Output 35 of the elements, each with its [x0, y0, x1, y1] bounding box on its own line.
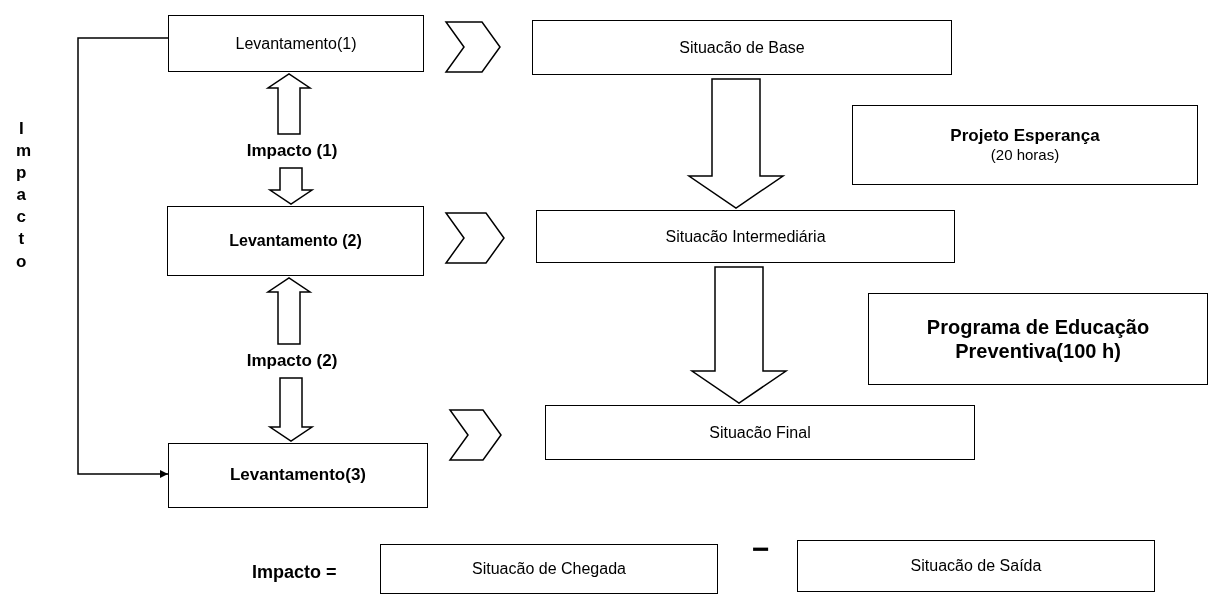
- impact-text: Impacto (1): [236, 138, 348, 164]
- program-box: [868, 293, 1208, 385]
- situation-box: [545, 405, 975, 460]
- box-text: Programa de Educação Preventiva(100 h): [925, 315, 1151, 363]
- block-arrow: [267, 167, 315, 205]
- minus-sign: −: [752, 532, 770, 566]
- block-arrow: [265, 277, 313, 345]
- situation-box: [532, 20, 952, 75]
- situation-box: [536, 210, 955, 263]
- arrow: [77, 37, 169, 478]
- survey-box: [167, 206, 424, 276]
- chevron-arrow: [444, 212, 505, 264]
- impact-text: Impacto (2): [236, 348, 348, 374]
- formula-label: Impacto =: [252, 562, 337, 583]
- box-text: Levantamento(1): [235, 33, 357, 54]
- box-text: Levantamento(3): [230, 465, 366, 486]
- box-text: Situacão Intermediária: [665, 226, 826, 247]
- chevron-arrow: [448, 409, 502, 461]
- situation-box: [380, 544, 718, 594]
- situation-box: [797, 540, 1155, 592]
- program-box: [852, 105, 1198, 185]
- note-text: (20 horas): [990, 146, 1060, 165]
- box-text: Projeto Esperança: [950, 125, 1100, 147]
- survey-box: [168, 15, 424, 72]
- block-arrow: [265, 73, 313, 135]
- survey-box: [168, 443, 428, 508]
- chevron-arrow: [444, 21, 501, 73]
- box-text: Situacão de Base: [679, 37, 805, 58]
- box-text: Levantamento (2): [229, 231, 362, 251]
- block-arrow: [267, 377, 315, 442]
- box-text: Situacão Final: [709, 422, 811, 443]
- box-text: Situacão de Saída: [910, 556, 1042, 576]
- block-arrow: [686, 78, 786, 209]
- box-text: Situacão de Chegada: [472, 559, 626, 579]
- block-arrow: [689, 266, 789, 404]
